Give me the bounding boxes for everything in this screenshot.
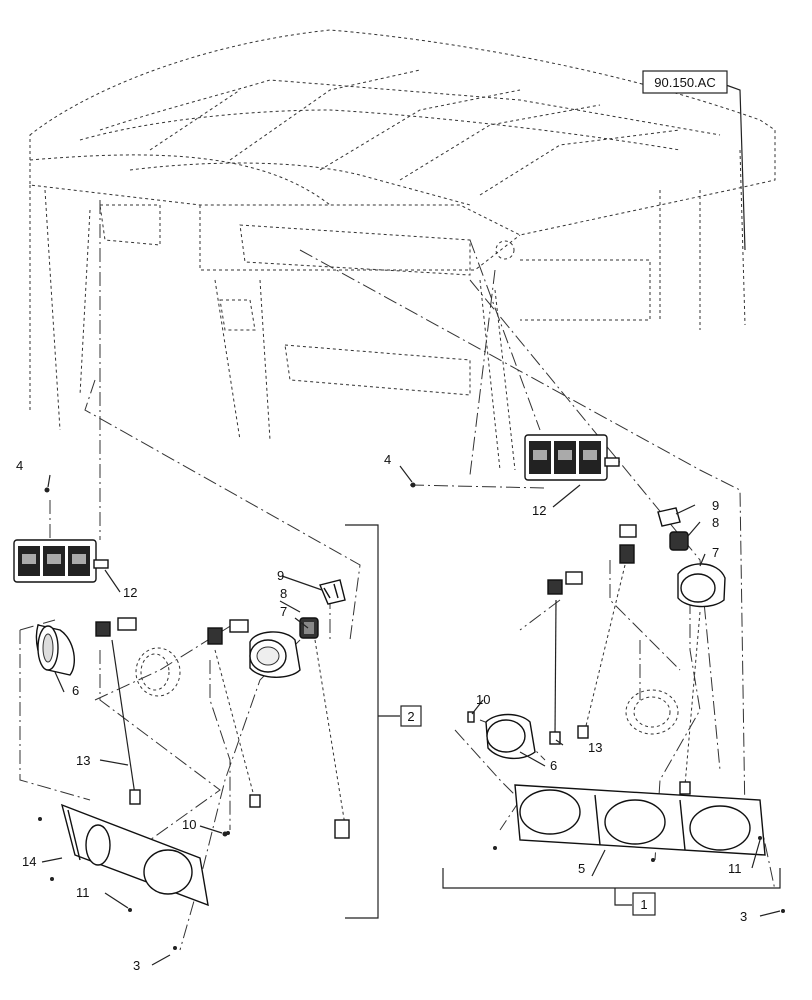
assembly-label-1: 1 (640, 897, 647, 912)
assembly-label-2: 2 (407, 709, 414, 724)
connectors-left (95, 617, 249, 805)
bracket-9-right (657, 507, 681, 527)
leader-lines (41, 84, 781, 966)
callout-7-right: 7 (712, 545, 719, 560)
callout-5: 5 (578, 861, 585, 876)
screw-4-left (44, 487, 50, 493)
callout-3-right: 3 (740, 909, 747, 924)
assembly-box-2: 2 (400, 705, 422, 727)
callout-7-left: 7 (280, 604, 287, 619)
work-lamp-7-left (249, 631, 301, 678)
reference-label: 90.150.AC (654, 75, 715, 90)
lamp-phantom-right (625, 689, 679, 735)
callout-11-left: 11 (76, 885, 90, 900)
work-lamp-6-left (35, 624, 76, 676)
clip-9-left (319, 579, 346, 605)
bulb-socket-8-right (669, 531, 689, 551)
callout-13-right: 13 (588, 740, 602, 755)
cab-roof (29, 29, 776, 471)
screw-4-right (410, 482, 416, 488)
callout-6-left: 6 (72, 683, 79, 698)
callout-3-left: 3 (133, 958, 140, 973)
switch-panel-left (13, 539, 109, 583)
screw-10-left (222, 831, 228, 837)
work-lamp-6-right (467, 711, 536, 759)
bracket-assembly-1 (442, 868, 781, 906)
work-lamp-7-right (677, 563, 726, 608)
lamp-phantom-left (135, 647, 181, 697)
callout-4-right: 4 (384, 452, 391, 467)
callout-4-left: 4 (16, 458, 23, 473)
reference-callout: 90.150.AC (642, 70, 728, 94)
callout-11-right: 11 (728, 861, 742, 876)
callout-10-right: 10 (476, 692, 490, 707)
callout-13-left: 13 (76, 753, 90, 768)
callout-12-right: 12 (532, 503, 546, 518)
callout-8-left: 8 (280, 586, 287, 601)
harness-wires-right (577, 564, 701, 795)
lamp-bezel-5 (493, 784, 785, 913)
callout-labels: 4 4 12 12 9 9 8 8 7 7 6 6 13 13 10 10 14… (16, 452, 747, 973)
lamp-bezel-14 (38, 803, 230, 950)
callout-8-right: 8 (712, 515, 719, 530)
bracket-assembly-2 (345, 524, 400, 919)
assembly-box-1: 1 (632, 892, 656, 916)
callout-10-left: 10 (182, 817, 196, 832)
switch-panel-right (524, 434, 620, 481)
callout-6-right: 6 (550, 758, 557, 773)
harness-wires-left (214, 639, 350, 839)
connectors-right (547, 524, 637, 745)
callout-14: 14 (22, 854, 36, 869)
callout-12-left: 12 (123, 585, 137, 600)
callout-9-right: 9 (712, 498, 719, 513)
center-lines (19, 200, 776, 951)
bulb-socket-8-left (299, 617, 319, 639)
callout-9-left: 9 (277, 568, 284, 583)
